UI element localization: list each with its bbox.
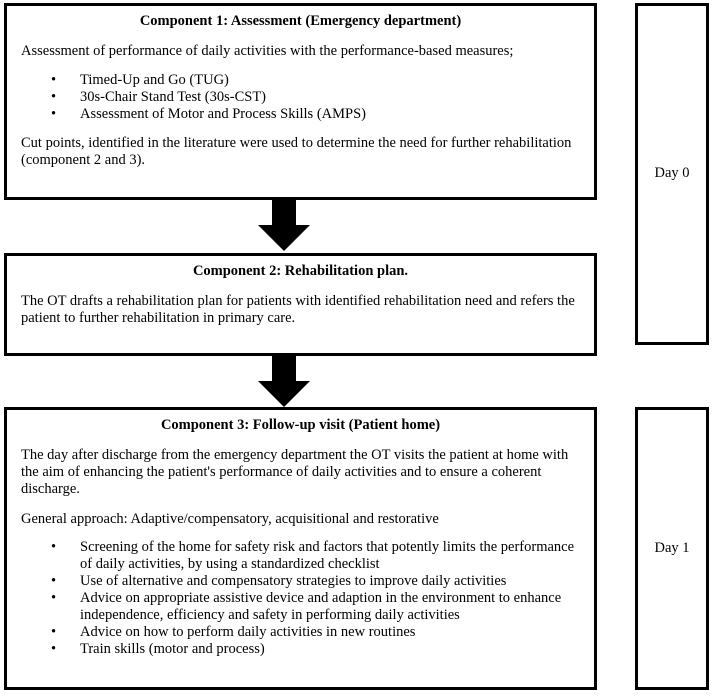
component-1-bullet-list: • Timed-Up and Go (TUG) • 30s-Chair Stan… bbox=[7, 72, 594, 123]
list-item-label: Advice on appropriate assistive device a… bbox=[80, 590, 562, 624]
list-item: • Assessment of Motor and Process Skills… bbox=[7, 106, 580, 123]
bullet-icon: • bbox=[51, 71, 57, 88]
bullet-icon: • bbox=[51, 624, 57, 641]
component-3-bullet-list: • Screening of the home for safety risk … bbox=[7, 539, 594, 658]
component-3-approach: General approach: Adaptive/compensatory,… bbox=[21, 510, 439, 527]
list-item: • Advice on how to perform daily activit… bbox=[7, 624, 580, 641]
bullet-icon: • bbox=[51, 641, 57, 658]
list-item: • Timed-Up and Go (TUG) bbox=[7, 72, 580, 89]
component-2-title: Component 2: Rehabilitation plan. bbox=[192, 263, 409, 279]
list-item-label: 30s-Chair Stand Test (30s-CST) bbox=[80, 88, 267, 105]
timeline-day-0-box: Day 0 bbox=[635, 3, 709, 345]
component-3-box: Component 3: Follow-up visit (Patient ho… bbox=[4, 407, 597, 690]
list-item-label: Train skills (motor and process) bbox=[80, 641, 265, 658]
list-item-label: Advice on how to perform daily activitie… bbox=[80, 624, 416, 641]
bullet-icon: • bbox=[51, 590, 57, 607]
timeline-day-1-box: Day 1 bbox=[635, 407, 709, 690]
arrow-component-1-to-2 bbox=[258, 199, 310, 251]
bullet-icon: • bbox=[51, 573, 57, 590]
component-2-box: Component 2: Rehabilitation plan. The OT… bbox=[4, 253, 597, 356]
list-item-label: Use of alternative and compensatory stra… bbox=[80, 573, 507, 590]
component-3-intro: The day after discharge from the emergen… bbox=[21, 446, 569, 497]
list-item: • Use of alternative and compensatory st… bbox=[7, 573, 580, 590]
timeline-day-1-label: Day 1 bbox=[654, 539, 690, 556]
list-item-label: Assessment of Motor and Process Skills (… bbox=[80, 105, 366, 122]
bullet-icon: • bbox=[51, 105, 57, 122]
bullet-icon: • bbox=[51, 88, 57, 105]
list-item: • Train skills (motor and process) bbox=[7, 641, 580, 658]
timeline-day-0-label: Day 0 bbox=[654, 165, 690, 182]
list-item: • 30s-Chair Stand Test (30s-CST) bbox=[7, 89, 580, 106]
component-1-title: Component 1: Assessment (Emergency depar… bbox=[139, 13, 462, 29]
list-item-label: Timed-Up and Go (TUG) bbox=[80, 71, 229, 88]
arrow-component-2-to-3 bbox=[258, 355, 310, 407]
component-2-intro: The OT drafts a rehabilitation plan for … bbox=[21, 292, 575, 326]
list-item: • Screening of the home for safety risk … bbox=[7, 539, 580, 573]
component-1-box: Component 1: Assessment (Emergency depar… bbox=[4, 3, 597, 200]
bullet-icon: • bbox=[51, 539, 57, 556]
component-3-title: Component 3: Follow-up visit (Patient ho… bbox=[160, 417, 441, 433]
component-1-outro: Cut points, identified in the literature… bbox=[21, 135, 572, 169]
list-item-label: Screening of the home for safety risk an… bbox=[80, 539, 575, 573]
component-1-intro: Assessment of performance of daily activ… bbox=[21, 42, 514, 59]
list-item: • Advice on appropriate assistive device… bbox=[7, 590, 580, 624]
